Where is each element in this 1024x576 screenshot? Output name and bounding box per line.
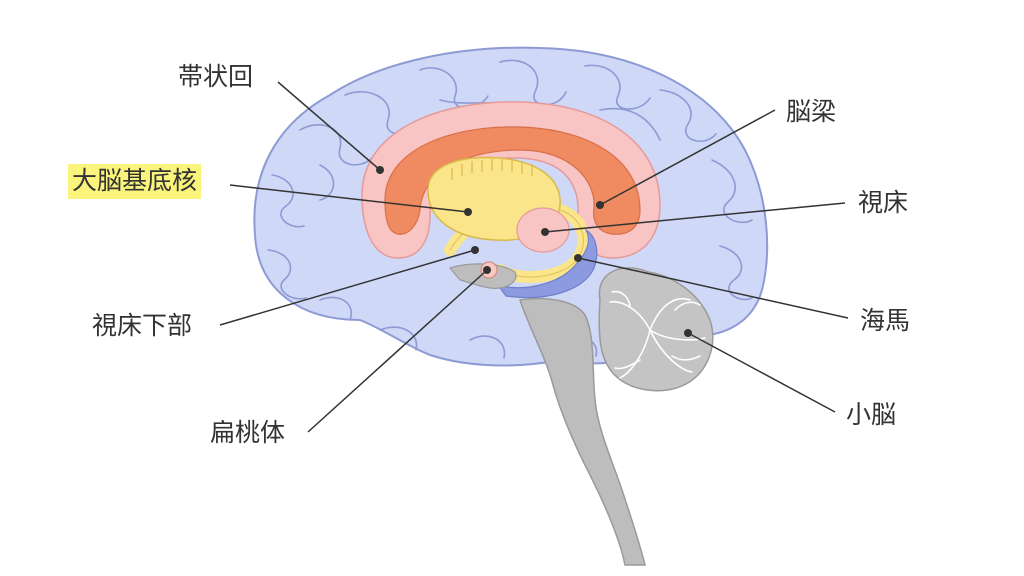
label-hippocampus: 海馬 — [860, 306, 911, 335]
label-cerebellum: 小脳 — [846, 400, 897, 429]
label-cingulate-gyrus: 帯状回 — [178, 62, 254, 91]
leader-hypothalamus — [219, 249, 476, 326]
label-corpus-callosum: 脳梁 — [786, 97, 837, 126]
leader-dots — [376, 166, 692, 337]
leader-basal-ganglia — [229, 184, 469, 213]
leader-cingulate — [277, 81, 381, 171]
striations — [451, 159, 533, 180]
label-basal-ganglia: 大脳基底核 — [68, 164, 202, 199]
label-amygdala: 扁桃体 — [210, 418, 286, 447]
leader-corpus-callosum — [599, 109, 776, 206]
leader-hippocampus — [577, 257, 849, 319]
label-hypothalamus: 視床下部 — [92, 311, 193, 340]
leader-amygdala — [307, 269, 488, 433]
cerebellum-shape — [598, 267, 714, 392]
leader-lines — [219, 81, 849, 433]
leader-cerebellum — [687, 332, 836, 413]
hippocampus-shape — [496, 228, 598, 299]
leader-thalamus — [544, 202, 846, 233]
label-thalamus: 視床 — [858, 188, 909, 217]
brainstem-shape — [519, 297, 646, 566]
corpus-callosum-shape — [384, 126, 641, 235]
